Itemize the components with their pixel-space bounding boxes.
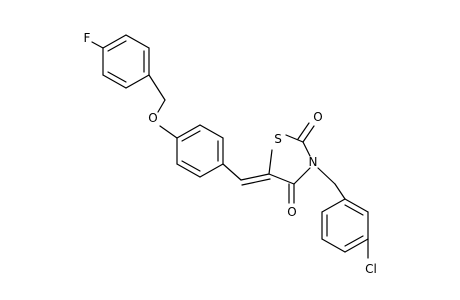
ring-sulfur-label: S xyxy=(274,132,282,146)
ch2-o-bond xyxy=(157,99,166,113)
ch2-aryl-bond xyxy=(334,183,346,200)
fluorophenyl-ring xyxy=(102,34,150,89)
c2-carbonyl-bond xyxy=(302,125,315,143)
carbonyl-oxygen-top-label: O xyxy=(313,110,322,124)
carbonyl-oxygen-bottom-label: O xyxy=(287,205,296,219)
chlorophenyl-ring xyxy=(321,198,369,253)
benzyl-ch2-bond xyxy=(148,74,166,101)
chlorine-label: Cl xyxy=(365,262,377,276)
vinyl-bond xyxy=(222,163,242,181)
c-f-bond xyxy=(91,41,104,49)
exocyclic-double-bond xyxy=(240,173,270,181)
o-aryl-bond xyxy=(159,125,178,139)
fluorine-label: F xyxy=(84,31,91,45)
thiazolidinedione-ring xyxy=(268,134,311,185)
ring-nitrogen-label: N xyxy=(309,155,318,169)
ether-oxygen-label: O xyxy=(148,111,157,125)
n-ch2-bond xyxy=(317,167,336,185)
phenylene-ring xyxy=(176,124,224,178)
